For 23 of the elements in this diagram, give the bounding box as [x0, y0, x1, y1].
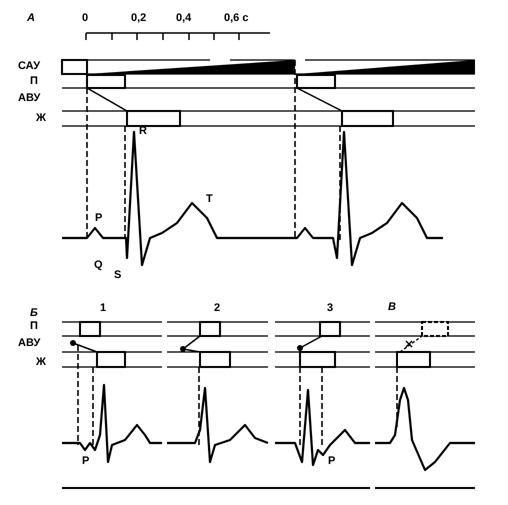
row-label: АВУ: [18, 338, 40, 349]
panel-letter: А: [27, 13, 35, 24]
case-number: 3: [327, 303, 334, 314]
wave-label: P: [95, 213, 102, 224]
row-label: САУ: [18, 61, 40, 72]
wave-label: P: [328, 456, 336, 467]
tick-label: 0,4: [176, 13, 192, 24]
tick-label: 0: [82, 13, 88, 24]
tick-label: 0,6 с: [224, 13, 248, 24]
case-number: 2: [214, 303, 220, 314]
panel-letter: В: [388, 302, 396, 313]
wave-label: Q: [94, 260, 103, 271]
row-label: АВУ: [18, 93, 40, 104]
wave-label: S: [114, 270, 122, 281]
panel-letter: Б: [30, 308, 38, 319]
row-label: Ж: [36, 113, 46, 124]
wave-label: T: [206, 194, 213, 205]
case-number: 1: [100, 303, 106, 314]
tick-label: 0,2: [131, 13, 146, 24]
row-label: П: [30, 76, 38, 87]
wave-label: P: [82, 456, 90, 467]
row-label: Ж: [36, 357, 46, 368]
row-label: П: [30, 321, 38, 332]
